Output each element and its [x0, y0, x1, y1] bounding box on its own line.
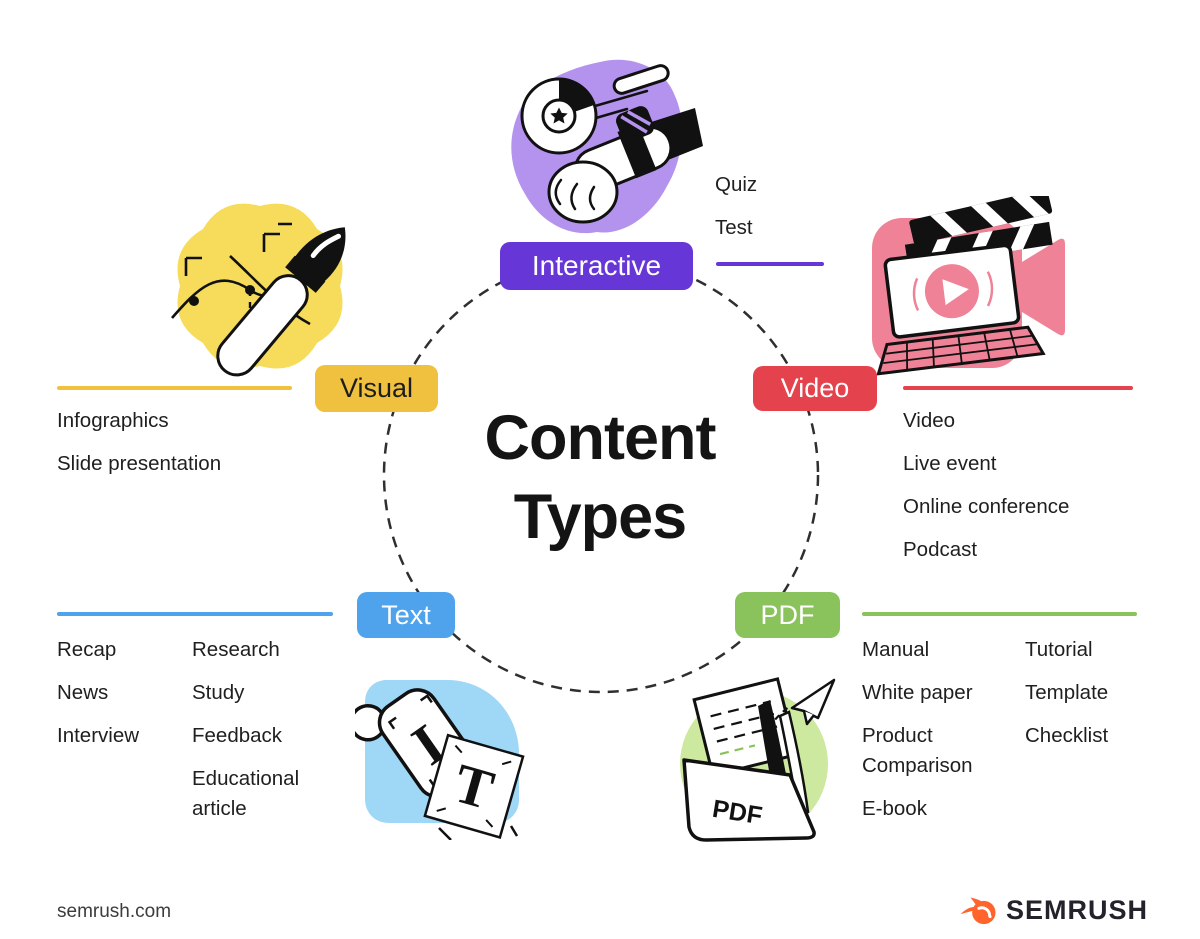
- paintbrush-icon: [216, 227, 346, 377]
- list-item: Tutorial: [1025, 638, 1093, 661]
- list-item: Quiz: [715, 173, 758, 196]
- video-underline: [903, 386, 1133, 390]
- clapperboard-icon: [909, 196, 1053, 245]
- page-title-line2: Types: [513, 482, 687, 552]
- page-title-line1: Content: [484, 403, 717, 473]
- pdf-item-list-col2: Tutorial Template Checklist: [1025, 635, 1108, 764]
- list-item: Manual: [862, 638, 930, 661]
- paper-plane-icon: [790, 678, 836, 726]
- category-pill-video: Video: [753, 366, 877, 411]
- list-item: Test: [715, 216, 753, 239]
- letter-block-icon: T: [423, 733, 525, 839]
- pdf-folder-paper-plane-icon: PDF: [680, 677, 836, 842]
- stamp-letter-blocks-icon: I T: [355, 680, 525, 840]
- list-item: Template: [1025, 681, 1109, 704]
- category-pill-text: Text: [357, 592, 455, 638]
- list-item: Video: [903, 409, 956, 432]
- list-item: Recap: [57, 638, 117, 661]
- list-item: Feedback: [192, 724, 283, 747]
- category-pill-visual: Visual: [315, 365, 438, 412]
- text-underline: [57, 612, 333, 616]
- list-item: Research: [192, 638, 280, 661]
- hand-smartwatch-icon: [511, 59, 703, 234]
- list-item: Interview: [57, 724, 140, 747]
- list-item: Slide presentation: [57, 452, 222, 475]
- star-icon: [550, 107, 568, 124]
- semrush-logo: SEMRUSH: [958, 892, 1148, 928]
- list-item: White paper: [862, 681, 973, 704]
- play-icon: [942, 279, 969, 306]
- visual-underline: [57, 386, 292, 390]
- pdf-item-list-col1: Manual White paper Product Comparison E-…: [862, 635, 1002, 837]
- paintbrush-chart-icon: [171, 203, 346, 377]
- list-item: Podcast: [903, 538, 978, 561]
- camera-lens-flap: [1022, 238, 1065, 336]
- pdf-underline: [862, 612, 1137, 616]
- laptop-icon: [876, 243, 1046, 376]
- visual-item-list: Infographics Slide presentation: [57, 406, 221, 492]
- list-item: Checklist: [1025, 724, 1109, 747]
- list-item: Live event: [903, 452, 997, 475]
- category-label: Interactive: [531, 250, 662, 281]
- category-label: PDF: [760, 599, 815, 630]
- category-pill-pdf: PDF: [735, 592, 840, 638]
- list-item: Online conference: [903, 495, 1070, 518]
- website-url: semrush.com: [57, 901, 172, 922]
- category-pill-interactive: Interactive: [500, 242, 693, 290]
- list-item: E-book: [862, 797, 927, 820]
- text-item-list-col2: Research Study Feedback Educational arti…: [192, 635, 324, 837]
- dashed-circle: [382, 256, 820, 694]
- laptop-clapperboard-icon: [872, 196, 1065, 376]
- category-label: Text: [381, 599, 431, 630]
- category-label: Video: [780, 373, 850, 403]
- interactive-underline: [716, 262, 824, 266]
- page-title: Content Types: [350, 399, 850, 557]
- video-item-list: Video Live event Online conference Podca…: [903, 406, 1069, 578]
- list-item: Study: [192, 681, 245, 704]
- semrush-flame-icon: [960, 897, 996, 925]
- list-item: Infographics: [57, 409, 169, 432]
- text-item-list-col1: Recap News Interview: [57, 635, 139, 764]
- category-label: Visual: [339, 373, 414, 403]
- folder-icon: [682, 758, 816, 842]
- semrush-logo-text: SEMRUSH: [1005, 894, 1148, 925]
- interactive-item-list: Quiz Test: [715, 170, 757, 256]
- list-item: Product Comparison: [862, 724, 973, 777]
- list-item: News: [57, 681, 109, 704]
- list-item: Educational article: [192, 767, 300, 820]
